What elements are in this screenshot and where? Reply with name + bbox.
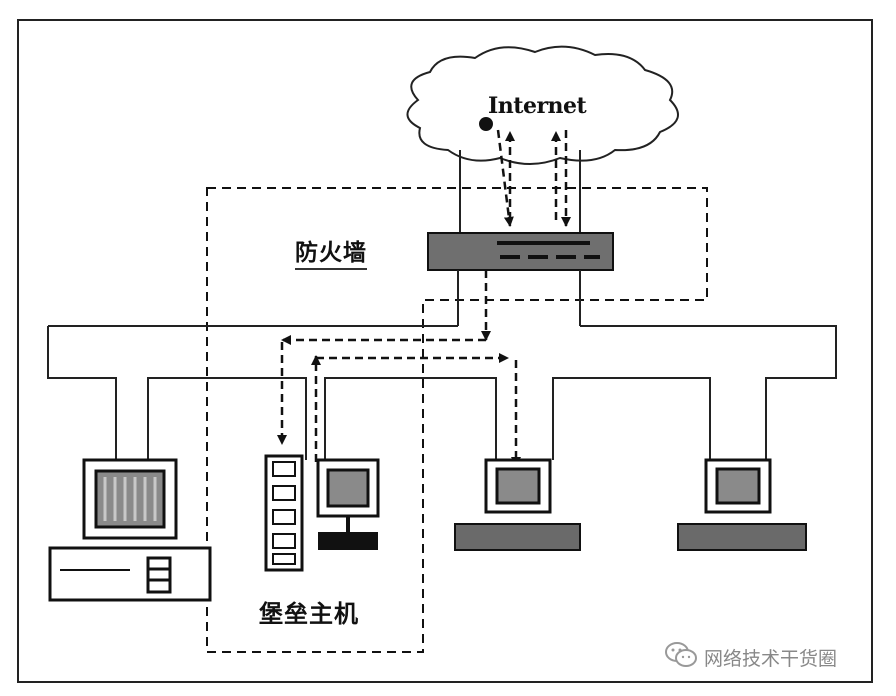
bastion-server-tower bbox=[264, 454, 304, 572]
workstation-2 bbox=[677, 458, 807, 551]
internet-node-dot bbox=[479, 117, 493, 131]
workstation-1 bbox=[454, 458, 581, 551]
internet-cloud bbox=[406, 45, 679, 165]
firewall-device bbox=[427, 232, 614, 271]
internet-label: Internet bbox=[488, 93, 587, 119]
firewall-label: 防火墙 bbox=[295, 233, 367, 270]
arrow-internet-down-1 bbox=[496, 129, 514, 227]
lan-backbone bbox=[47, 325, 837, 460]
bastion-terminal bbox=[316, 458, 380, 550]
desktop-pc bbox=[48, 458, 212, 602]
watermark-text: 网络技术干货圈 bbox=[704, 647, 838, 670]
firewall-zone bbox=[206, 187, 708, 653]
outer-frame bbox=[17, 19, 873, 683]
traffic-arrows bbox=[277, 129, 571, 467]
wechat-icon bbox=[664, 640, 698, 675]
bastion-host-label: 堡垒主机 bbox=[259, 600, 359, 628]
watermark: 网络技术干货圈 bbox=[664, 640, 837, 674]
